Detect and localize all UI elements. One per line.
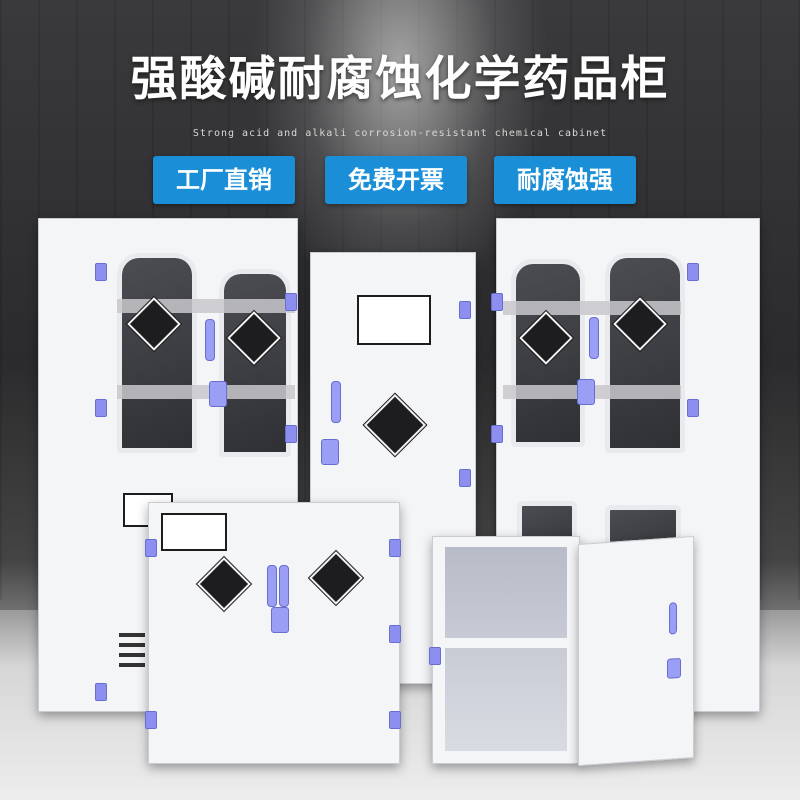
door-handle (205, 319, 215, 361)
door-handle (331, 381, 341, 423)
hinge (491, 425, 503, 443)
door-lock (271, 607, 289, 633)
door-handle (589, 317, 599, 359)
door-lock (577, 379, 595, 405)
hinge (95, 683, 107, 701)
warning-label-plate (357, 295, 431, 345)
open-cabinet-door (578, 535, 694, 767)
door-handle (279, 565, 289, 607)
open-cabinet (429, 536, 580, 764)
hinge (687, 263, 699, 281)
door-lock (667, 657, 681, 679)
right-glass-door-2 (605, 253, 685, 453)
left-glass-door (117, 253, 197, 453)
badge-free-invoice: 免费开票 (325, 156, 467, 204)
hinge (491, 293, 503, 311)
door-handle (267, 565, 277, 607)
hinge (95, 399, 107, 417)
vent-slot (119, 653, 145, 657)
banner-subtitle: Strong acid and alkali corrosion-resista… (192, 128, 608, 139)
hinge (389, 625, 401, 643)
vent-slot (119, 663, 145, 667)
vent-slot (119, 643, 145, 647)
hinge (95, 263, 107, 281)
hazard-diamond-icon (307, 549, 365, 607)
hinge (145, 539, 157, 557)
right-tall-cabinet (491, 218, 760, 712)
strap (117, 385, 295, 399)
badge-factory-direct: 工厂直销 (153, 156, 295, 204)
hazard-diamond-icon (195, 555, 253, 613)
hinge (285, 293, 297, 311)
warning-label-plate (161, 513, 227, 551)
badge-corrosion-resistant: 耐腐蚀强 (494, 156, 636, 204)
right-glass-door (511, 259, 585, 447)
door-lock (209, 381, 227, 407)
hinge (429, 647, 441, 665)
hinge (459, 469, 471, 487)
vent-slot (119, 633, 145, 637)
hinge (145, 711, 157, 729)
hinge (285, 425, 297, 443)
shelf (445, 637, 567, 649)
hazard-diamond-icon (362, 392, 428, 458)
hinge (389, 711, 401, 729)
cabinet-interior (445, 547, 567, 751)
hinge (459, 301, 471, 319)
hinge (389, 539, 401, 557)
front-low-cabinet (145, 502, 401, 764)
hinge (687, 399, 699, 417)
door-handle (669, 602, 677, 635)
door-lock (321, 439, 339, 465)
banner-title: 强酸碱耐腐蚀化学药品柜 (130, 52, 670, 107)
